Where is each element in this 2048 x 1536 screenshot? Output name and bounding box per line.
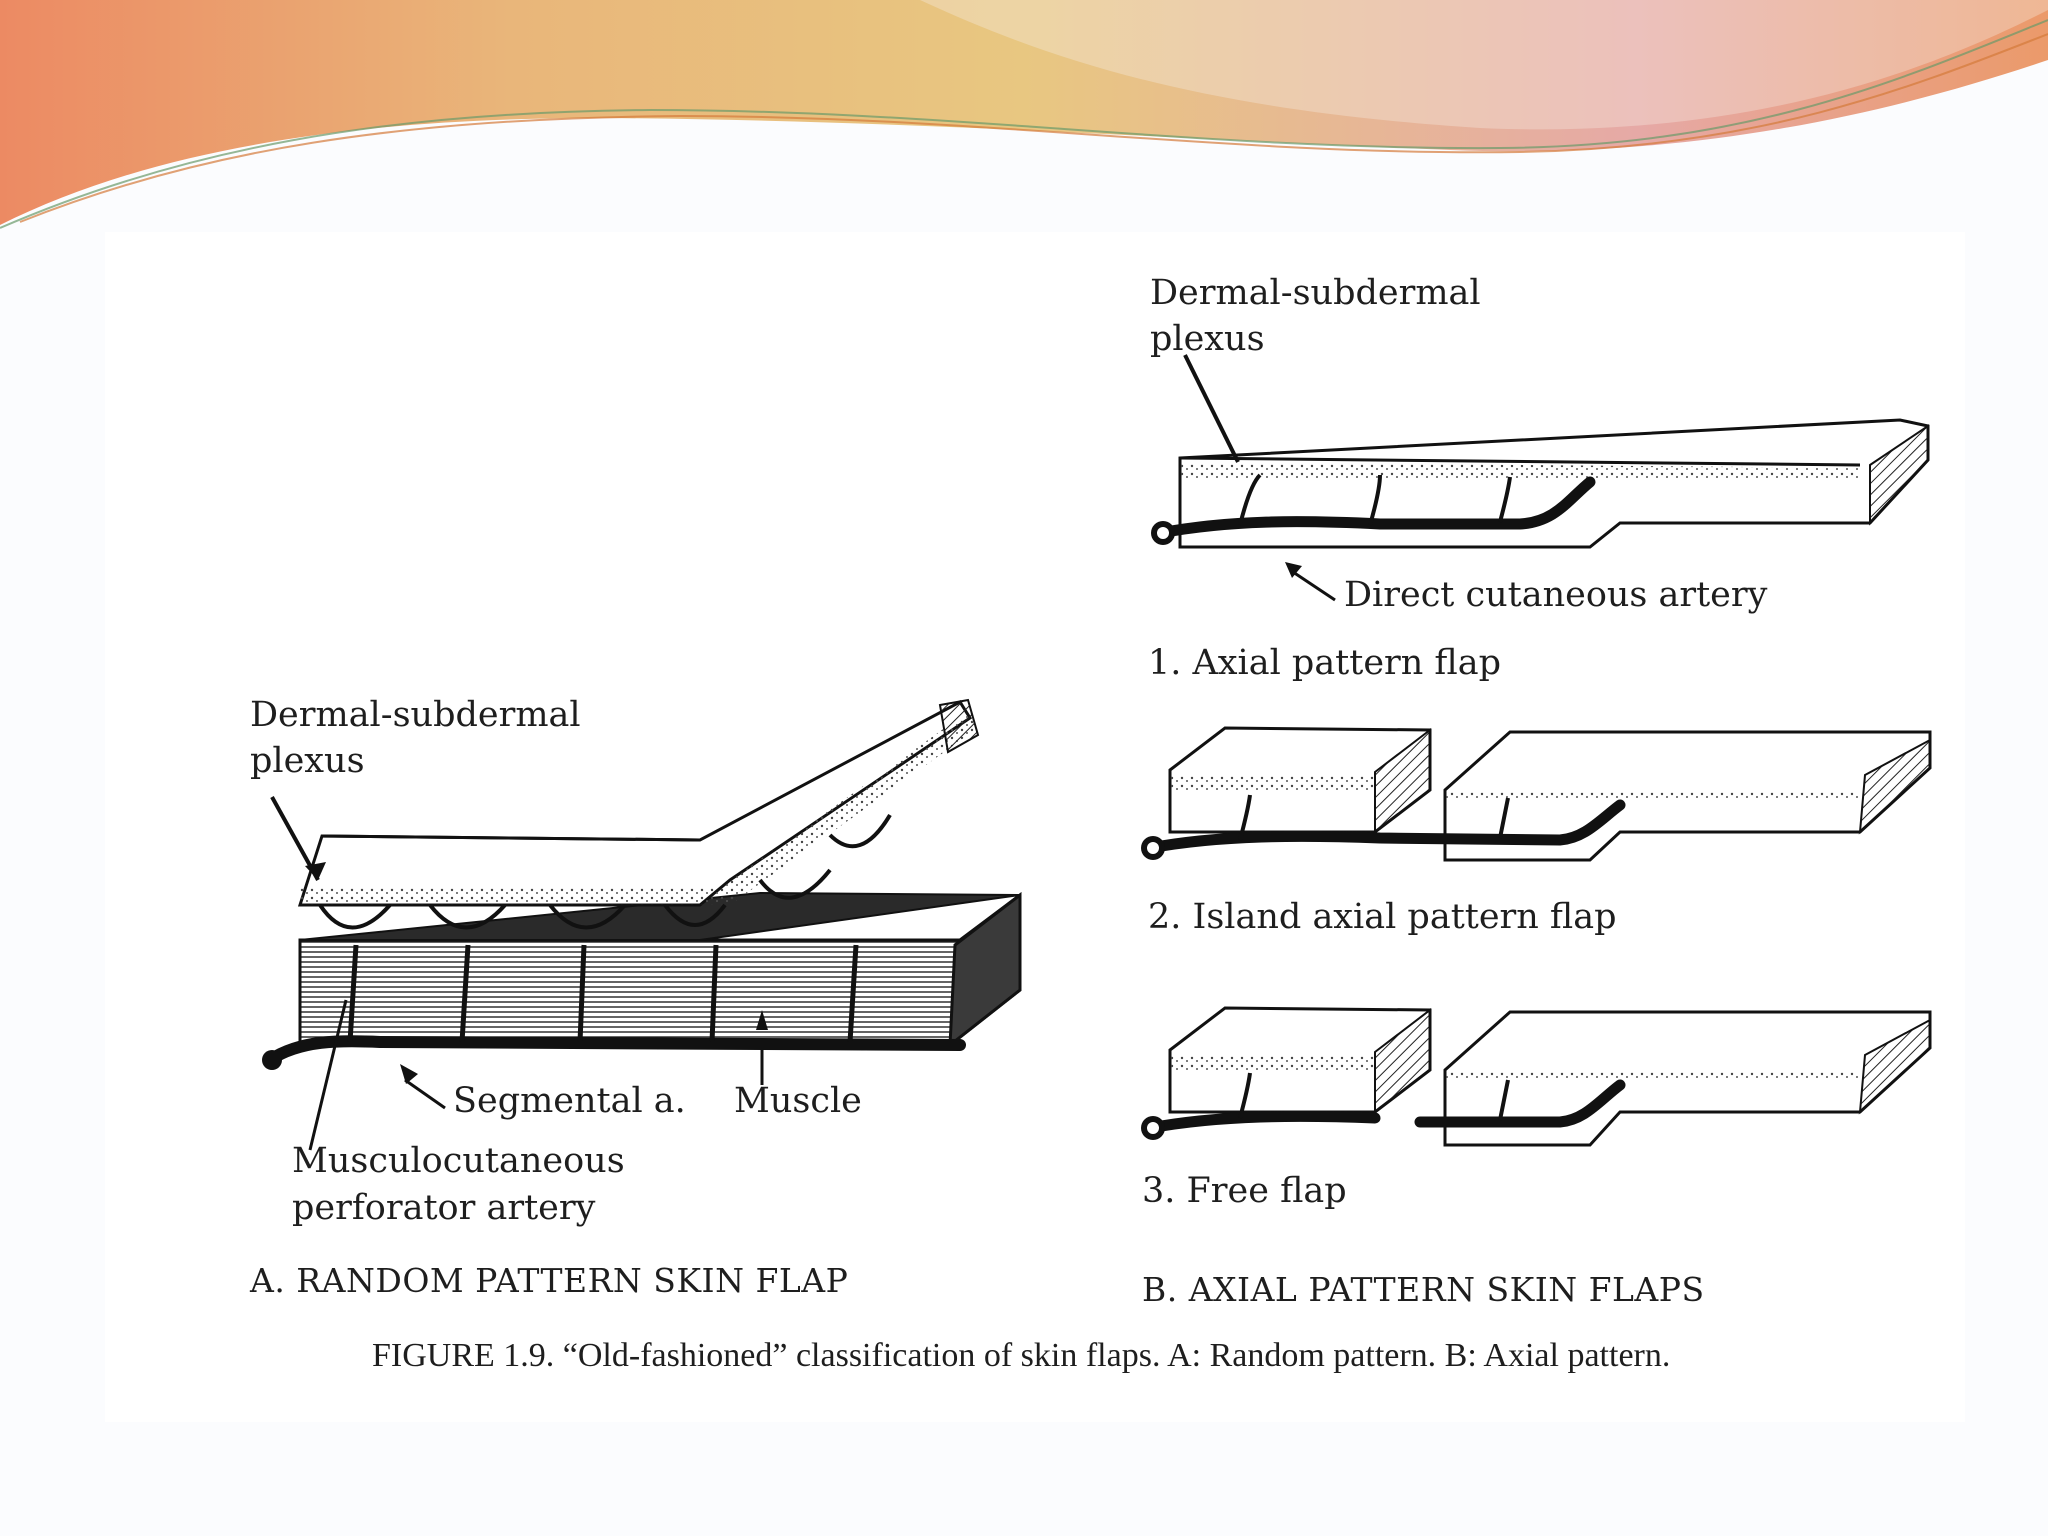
free-flap-drawing (1141, 1006, 1932, 1147)
plexus-label-a-line2: plexus (250, 741, 365, 781)
flap1-label: 1. Axial pattern flap (1148, 643, 1502, 683)
flap3-label: 3. Free flap (1142, 1171, 1347, 1211)
flap2-label: 2. Island axial pattern flap (1148, 897, 1617, 937)
muscle-label: Muscle (734, 1081, 862, 1121)
island-flap-drawing (1141, 726, 1932, 862)
plexus-label-a-line1: Dermal-subdermal (250, 695, 581, 735)
axial-flap-drawing (1151, 354, 1930, 602)
perforator-label-line2: perforator artery (292, 1188, 596, 1228)
plexus-label-b-line1: Dermal-subdermal (1150, 273, 1481, 313)
segmental-artery-label: Segmental a. (453, 1081, 686, 1121)
panel-a-title: A. RANDOM PATTERN SKIN FLAP (250, 1261, 849, 1300)
direct-artery-label: Direct cutaneous artery (1344, 575, 1768, 615)
random-flap-drawing (262, 698, 1022, 1151)
perforator-label-line1: Musculocutaneous (292, 1141, 625, 1181)
plexus-label-b-line2: plexus (1150, 319, 1265, 359)
panel-b-title: B. AXIAL PATTERN SKIN FLAPS (1142, 1270, 1705, 1309)
figure-caption: FIGURE 1.9. “Old-fashioned” classificati… (372, 1337, 1671, 1374)
